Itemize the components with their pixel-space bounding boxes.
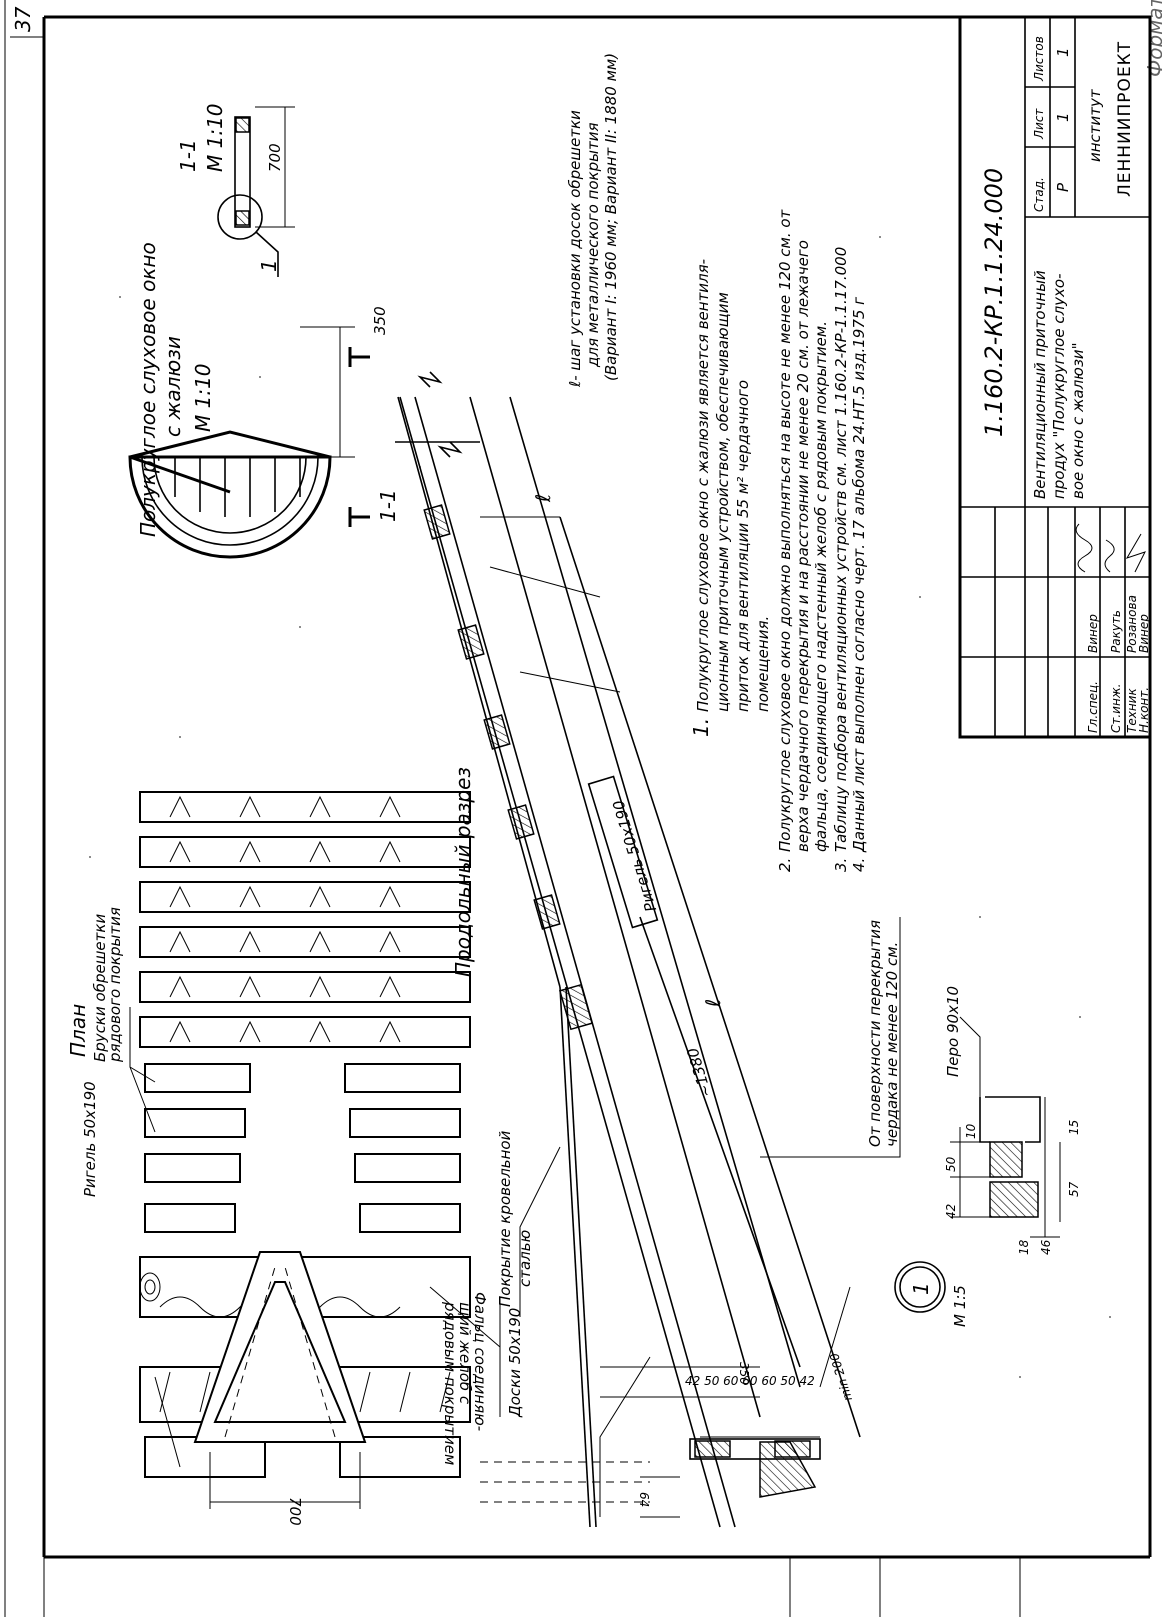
note-4-line: Данный лист выполнен согласно черт. 17 а…	[850, 297, 868, 853]
pitch-note-line-1: ℓ- шаг установки досок обрешетки	[566, 110, 584, 388]
detail-dim-18: 18	[1017, 1239, 1031, 1255]
sheet-label: Лист	[1032, 108, 1046, 140]
title-description-line-3: вое окно с жалюзи"	[1069, 342, 1087, 499]
note-3-line: Таблицу подбора вентиляционных устройств…	[832, 247, 850, 852]
signature-name: Ракуть	[1109, 610, 1123, 653]
floor-note-line-1: От поверхности перекрытия	[866, 920, 884, 1147]
signature-name: Винер	[1086, 614, 1100, 653]
plan-label-rigel: Ригель 50х190	[81, 1081, 99, 1197]
title-description-line-2: продух "Полукруглое слухо-	[1050, 274, 1068, 500]
document-code: 1.160.2-КР.1.1.24.000	[980, 168, 1008, 437]
detail-dim-50: 50	[944, 1156, 958, 1172]
plan-dimension-700: 700	[286, 1497, 304, 1526]
detail-dim-57: 57	[1067, 1181, 1081, 1197]
detail-dim-46: 46	[1039, 1239, 1053, 1255]
fold-note-line-2: щий желоб с	[456, 1302, 474, 1405]
lath-bars	[139, 791, 471, 1478]
roof-steel-line-1: Покрытие кровельной	[496, 1130, 514, 1307]
window-front-view: 1-1 350	[128, 306, 400, 559]
plan-view: 700	[129, 791, 501, 1526]
fold-note-line-3: рядовым покрытием	[441, 1301, 459, 1465]
sheets-value: 1	[1054, 47, 1072, 57]
organization-line-2: ЛЕННИИПРОЕКТ	[1115, 41, 1135, 197]
detail-callout: 1	[909, 1282, 933, 1295]
plan-label-boards: Доски 50х190	[506, 1308, 524, 1418]
pitch-symbol: ℓ	[701, 999, 725, 1008]
fold-note-line-1: Фальц соединяю-	[471, 1292, 489, 1431]
section-1-1-title: 1-1	[176, 139, 200, 172]
window-title-line-2: с жалюзи	[161, 336, 185, 437]
title-block	[958, 15, 1152, 739]
scan-noise	[89, 236, 1111, 1378]
signature-rows: Гл.спец. Винер Ст.инж. Ракуть Техник Роз…	[1075, 523, 1151, 733]
section-1-1-view: 1 700	[217, 106, 295, 277]
detail-1-view: 1	[894, 1016, 1061, 1313]
pitch-symbol: ℓ	[531, 494, 555, 503]
note-1-line: ционным приточным устройством, обеспечив…	[714, 292, 732, 712]
notes-block: ℓ- шаг установки досок обрешетки для мет…	[566, 53, 868, 872]
note-2-line: верха чердачного перекрытия и на расстоя…	[794, 240, 812, 852]
sheets-label: Листов	[1032, 36, 1046, 82]
stage-value: Р	[1054, 182, 1072, 192]
signature-name: Розанова	[1125, 595, 1139, 653]
signature-role: Н.конт.	[1137, 687, 1151, 733]
plan-label-bars-2: рядового покрытия	[106, 907, 124, 1063]
section-callout-1: 1	[257, 259, 281, 272]
section-1-1-scale: М 1:10	[203, 103, 227, 172]
sheet-value: 1	[1054, 112, 1072, 122]
stage-label: Стад.	[1032, 177, 1046, 212]
longitudinal-section-view: ℓ ℓ	[395, 371, 901, 1528]
plan-title: План	[66, 1004, 90, 1057]
note-2-line: фальца, соединяющего надстенный желоб с …	[812, 321, 830, 852]
section-dimension-700: 700	[266, 143, 284, 172]
note-1-line: помещения.	[754, 616, 772, 712]
signature-name: Винер	[1137, 614, 1151, 653]
note-1-line: Полукруглое слуховое окно с жалюзи являе…	[694, 259, 712, 712]
window-scale: М 1:10	[191, 363, 215, 432]
window-title-line-1: Полукруглое слуховое окно	[136, 242, 160, 537]
pitch-note-line-3: (Вариант I: 1960 мм; Вариант II: 1880 мм…	[602, 53, 620, 381]
longitudinal-section-title: Продольный разрез	[451, 767, 475, 977]
plan-label-bars: Бруски обрешетки	[91, 914, 109, 1062]
organization-line-1: институт	[1086, 88, 1104, 162]
signature-role: Ст.инж.	[1109, 684, 1123, 733]
dimension-chain: 42 50 60 60 60 50 42	[685, 1374, 815, 1388]
dimension-64: 64	[637, 1492, 651, 1507]
note-3-num: 3.	[832, 858, 850, 872]
window-dimension-350: 350	[371, 306, 389, 335]
signature-role: Гл.спец.	[1086, 681, 1100, 733]
signature-role: Техник	[1125, 688, 1139, 733]
detail-dim-42: 42	[944, 1204, 958, 1219]
corner-sheet-number: 37	[11, 6, 35, 32]
note-2-num: 2.	[776, 858, 794, 872]
detail-scale: М 1:5	[951, 1285, 969, 1327]
detail-label-tongue: Перо 90х10	[944, 986, 962, 1077]
roof-steel-line-2: сталью	[516, 1230, 534, 1287]
section-mark-left: 1-1	[376, 489, 400, 522]
detail-dim-15: 15	[1067, 1120, 1081, 1135]
note-2-line: Полукруглое слуховое окно должно выполня…	[776, 208, 794, 852]
title-description-line-1: Вентиляционный приточный	[1031, 270, 1049, 499]
note-1-num: 1.	[689, 718, 713, 737]
dimension-350: 350	[737, 1362, 751, 1385]
floor-note-line-2: чердака не менее 120 см.	[883, 942, 901, 1147]
note-1-line: приток для вентиляции 55 м² чердачного	[734, 380, 752, 712]
detail-dim-10: 10	[964, 1123, 978, 1139]
note-4-num: 4.	[850, 858, 868, 872]
pitch-note-line-2: для металлического покрытия	[584, 123, 602, 368]
format-footer: Формат А3	[1143, 0, 1162, 77]
